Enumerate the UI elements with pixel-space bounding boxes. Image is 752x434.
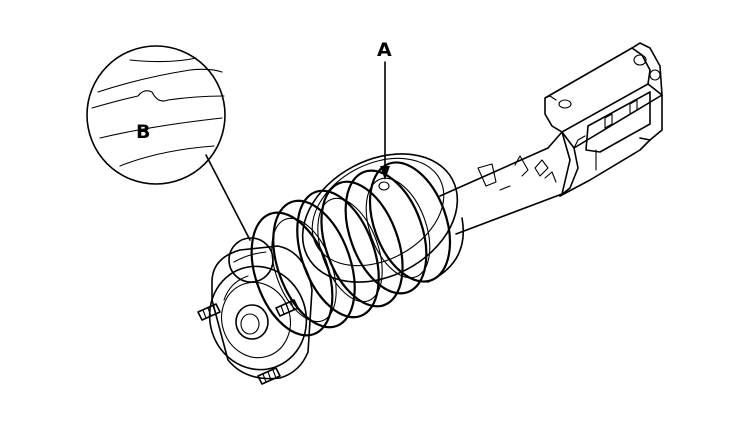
stud-left — [197, 303, 221, 321]
arrow-head-a-icon — [380, 166, 390, 180]
mount-studs — [197, 299, 299, 385]
stud-right — [275, 299, 299, 317]
label-b: B — [136, 121, 150, 143]
strut-tube — [439, 131, 571, 235]
callout-b: B — [86, 45, 274, 283]
stud-bottom — [257, 367, 281, 385]
strut-bracket — [544, 42, 663, 197]
detail-circle-b — [86, 45, 226, 185]
label-a: A — [377, 39, 392, 61]
detail-source-circle — [228, 237, 274, 283]
coil-spring — [250, 161, 452, 337]
callout-a: A — [377, 39, 392, 180]
